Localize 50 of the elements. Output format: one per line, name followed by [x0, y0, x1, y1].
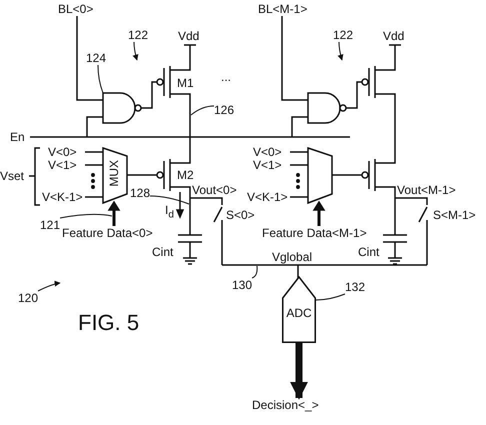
leader-line	[190, 106, 214, 116]
leader-line	[132, 42, 138, 61]
signal-label: Feature Data<0>	[62, 226, 153, 240]
signal-label: Vout<0>	[192, 183, 237, 197]
leader-line	[98, 64, 104, 94]
signal-label: Vglobal	[272, 250, 312, 264]
leader-line	[338, 42, 344, 61]
callout-number: 126	[214, 103, 234, 117]
signal-label: V<1>	[253, 158, 282, 172]
signal-label: V<1>	[48, 158, 77, 172]
callout-number: 124	[86, 51, 106, 65]
signal-label: Cint	[358, 245, 380, 259]
signal-label: V<0>	[253, 145, 282, 159]
callout-number: 120	[18, 291, 38, 305]
signal-label: En	[10, 130, 25, 144]
signal-label: V<K-1>	[247, 190, 288, 204]
signal-label: BL<0>	[58, 2, 94, 16]
leader-line	[150, 196, 190, 204]
signal-label: Cint	[152, 245, 174, 259]
output-label: Decision<_>	[252, 398, 319, 412]
signal-label: Vout<M-1>	[397, 183, 456, 197]
signal-label: V<K-1>	[42, 190, 83, 204]
signal-label: ...	[221, 70, 232, 84]
converter-block	[282, 276, 316, 343]
leader-line	[252, 266, 258, 278]
multiplexer-label: MUX	[108, 160, 120, 187]
callout-number: 121	[40, 218, 60, 232]
signal-label: V<0>	[48, 145, 77, 159]
callout-number: 130	[232, 278, 252, 292]
leader-line	[60, 214, 112, 218]
signal-label: Vdd	[178, 29, 200, 43]
callout-number: 128	[130, 186, 150, 200]
signal-label: Vdd	[383, 29, 404, 43]
signal-label: I$_{d}$	[165, 203, 174, 222]
callout-number: 122	[128, 28, 148, 42]
signal-label: Vset	[0, 169, 24, 183]
signal-label: S<0>	[226, 208, 255, 222]
signal-label: Feature Data<M-1>	[262, 226, 367, 240]
block-label: ADC	[285, 306, 313, 320]
signal-label: M1	[177, 76, 194, 90]
signal-label: BL<M-1>	[258, 2, 308, 16]
signal-label: S<M-1>	[433, 208, 476, 222]
figure-label: FIG. 5	[78, 310, 140, 336]
nand-gate	[102, 92, 136, 124]
callout-number: 122	[333, 28, 354, 42]
callout-number: 132	[345, 280, 366, 294]
arrow	[290, 343, 308, 400]
leader-line	[316, 294, 346, 300]
leader-line	[38, 280, 61, 292]
signal-label: M2	[177, 168, 194, 182]
